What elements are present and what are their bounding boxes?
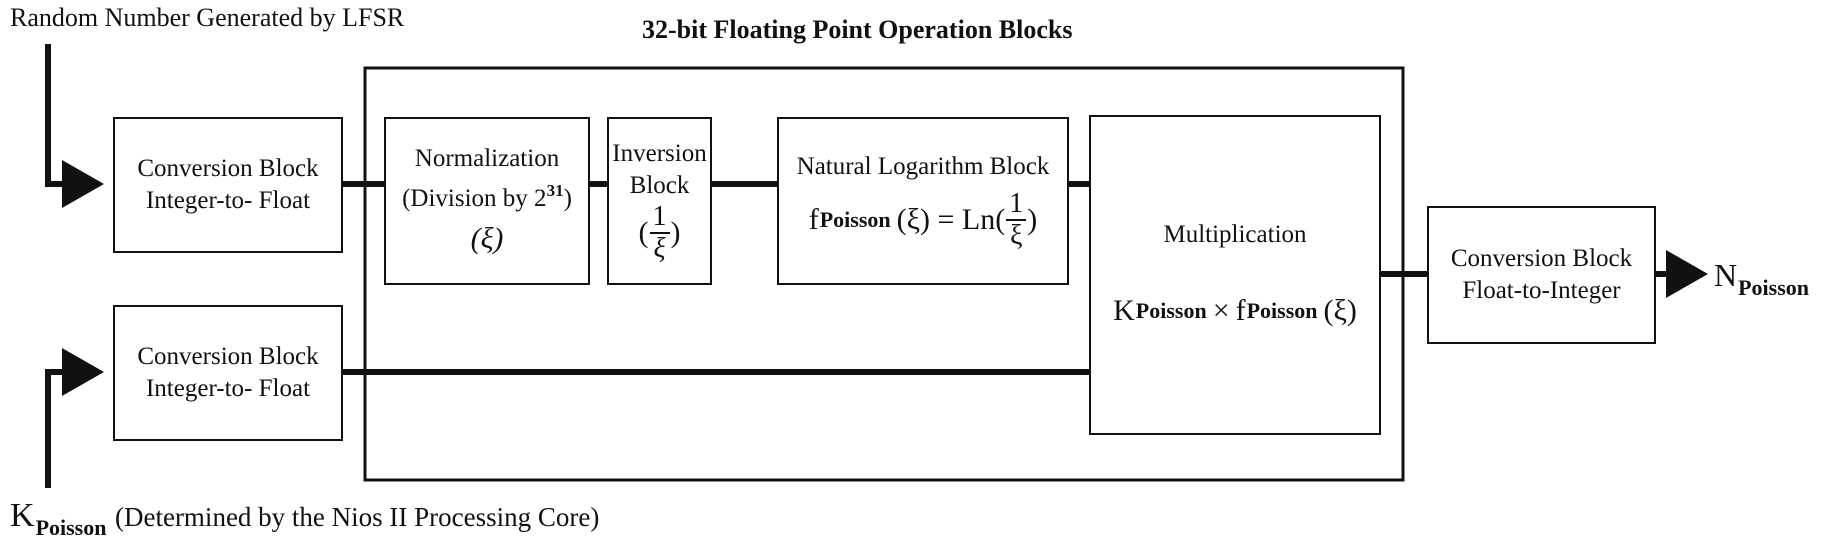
inv-line2: Block	[629, 172, 690, 199]
lfsr-label: Random Number Generated by LFSR	[10, 3, 405, 32]
k-subscript: Poisson	[35, 515, 107, 540]
normalization-block: Normalization (Division by 231) (ξ)	[384, 117, 590, 285]
k-description: (Determined by the Nios II Processing Co…	[114, 502, 600, 532]
conv-bottom-line2: Integer-to- Float	[145, 375, 311, 402]
norm-line1: Normalization	[414, 145, 560, 172]
conversion-block-bottom: Conversion Block Integer-to- Float	[113, 305, 343, 441]
lfsr-input-arrow	[45, 44, 104, 208]
conv-bottom-line1: Conversion Block	[137, 343, 319, 370]
k-symbol: K	[10, 497, 35, 534]
conv-out-line1: Conversion Block	[1450, 245, 1633, 272]
conv-out-line2: Float-to-Integer	[1462, 277, 1621, 304]
k-input-arrow	[45, 348, 104, 488]
norm-line2: (Division by 231)	[402, 181, 572, 212]
conversion-block-top: Conversion Block Integer-to- Float	[113, 117, 343, 253]
inv-line1: Inversion	[612, 140, 707, 167]
ln-line1: Natural Logarithm Block	[796, 153, 1050, 180]
k-input-label: KPoisson (Determined by the Nios II Proc…	[10, 496, 599, 548]
output-label: NPoisson	[1714, 257, 1810, 300]
diagram-title: 32-bit Floating Point Operation Blocks	[642, 15, 1073, 44]
mult-line1: Multiplication	[1163, 221, 1307, 248]
xi-symbol: (ξ)	[470, 222, 504, 255]
conv-top-line1: Conversion Block	[137, 155, 319, 182]
conv-top-line2: Integer-to- Float	[145, 187, 311, 214]
conversion-block-output: Conversion Block Float-to-Integer	[1427, 206, 1656, 344]
